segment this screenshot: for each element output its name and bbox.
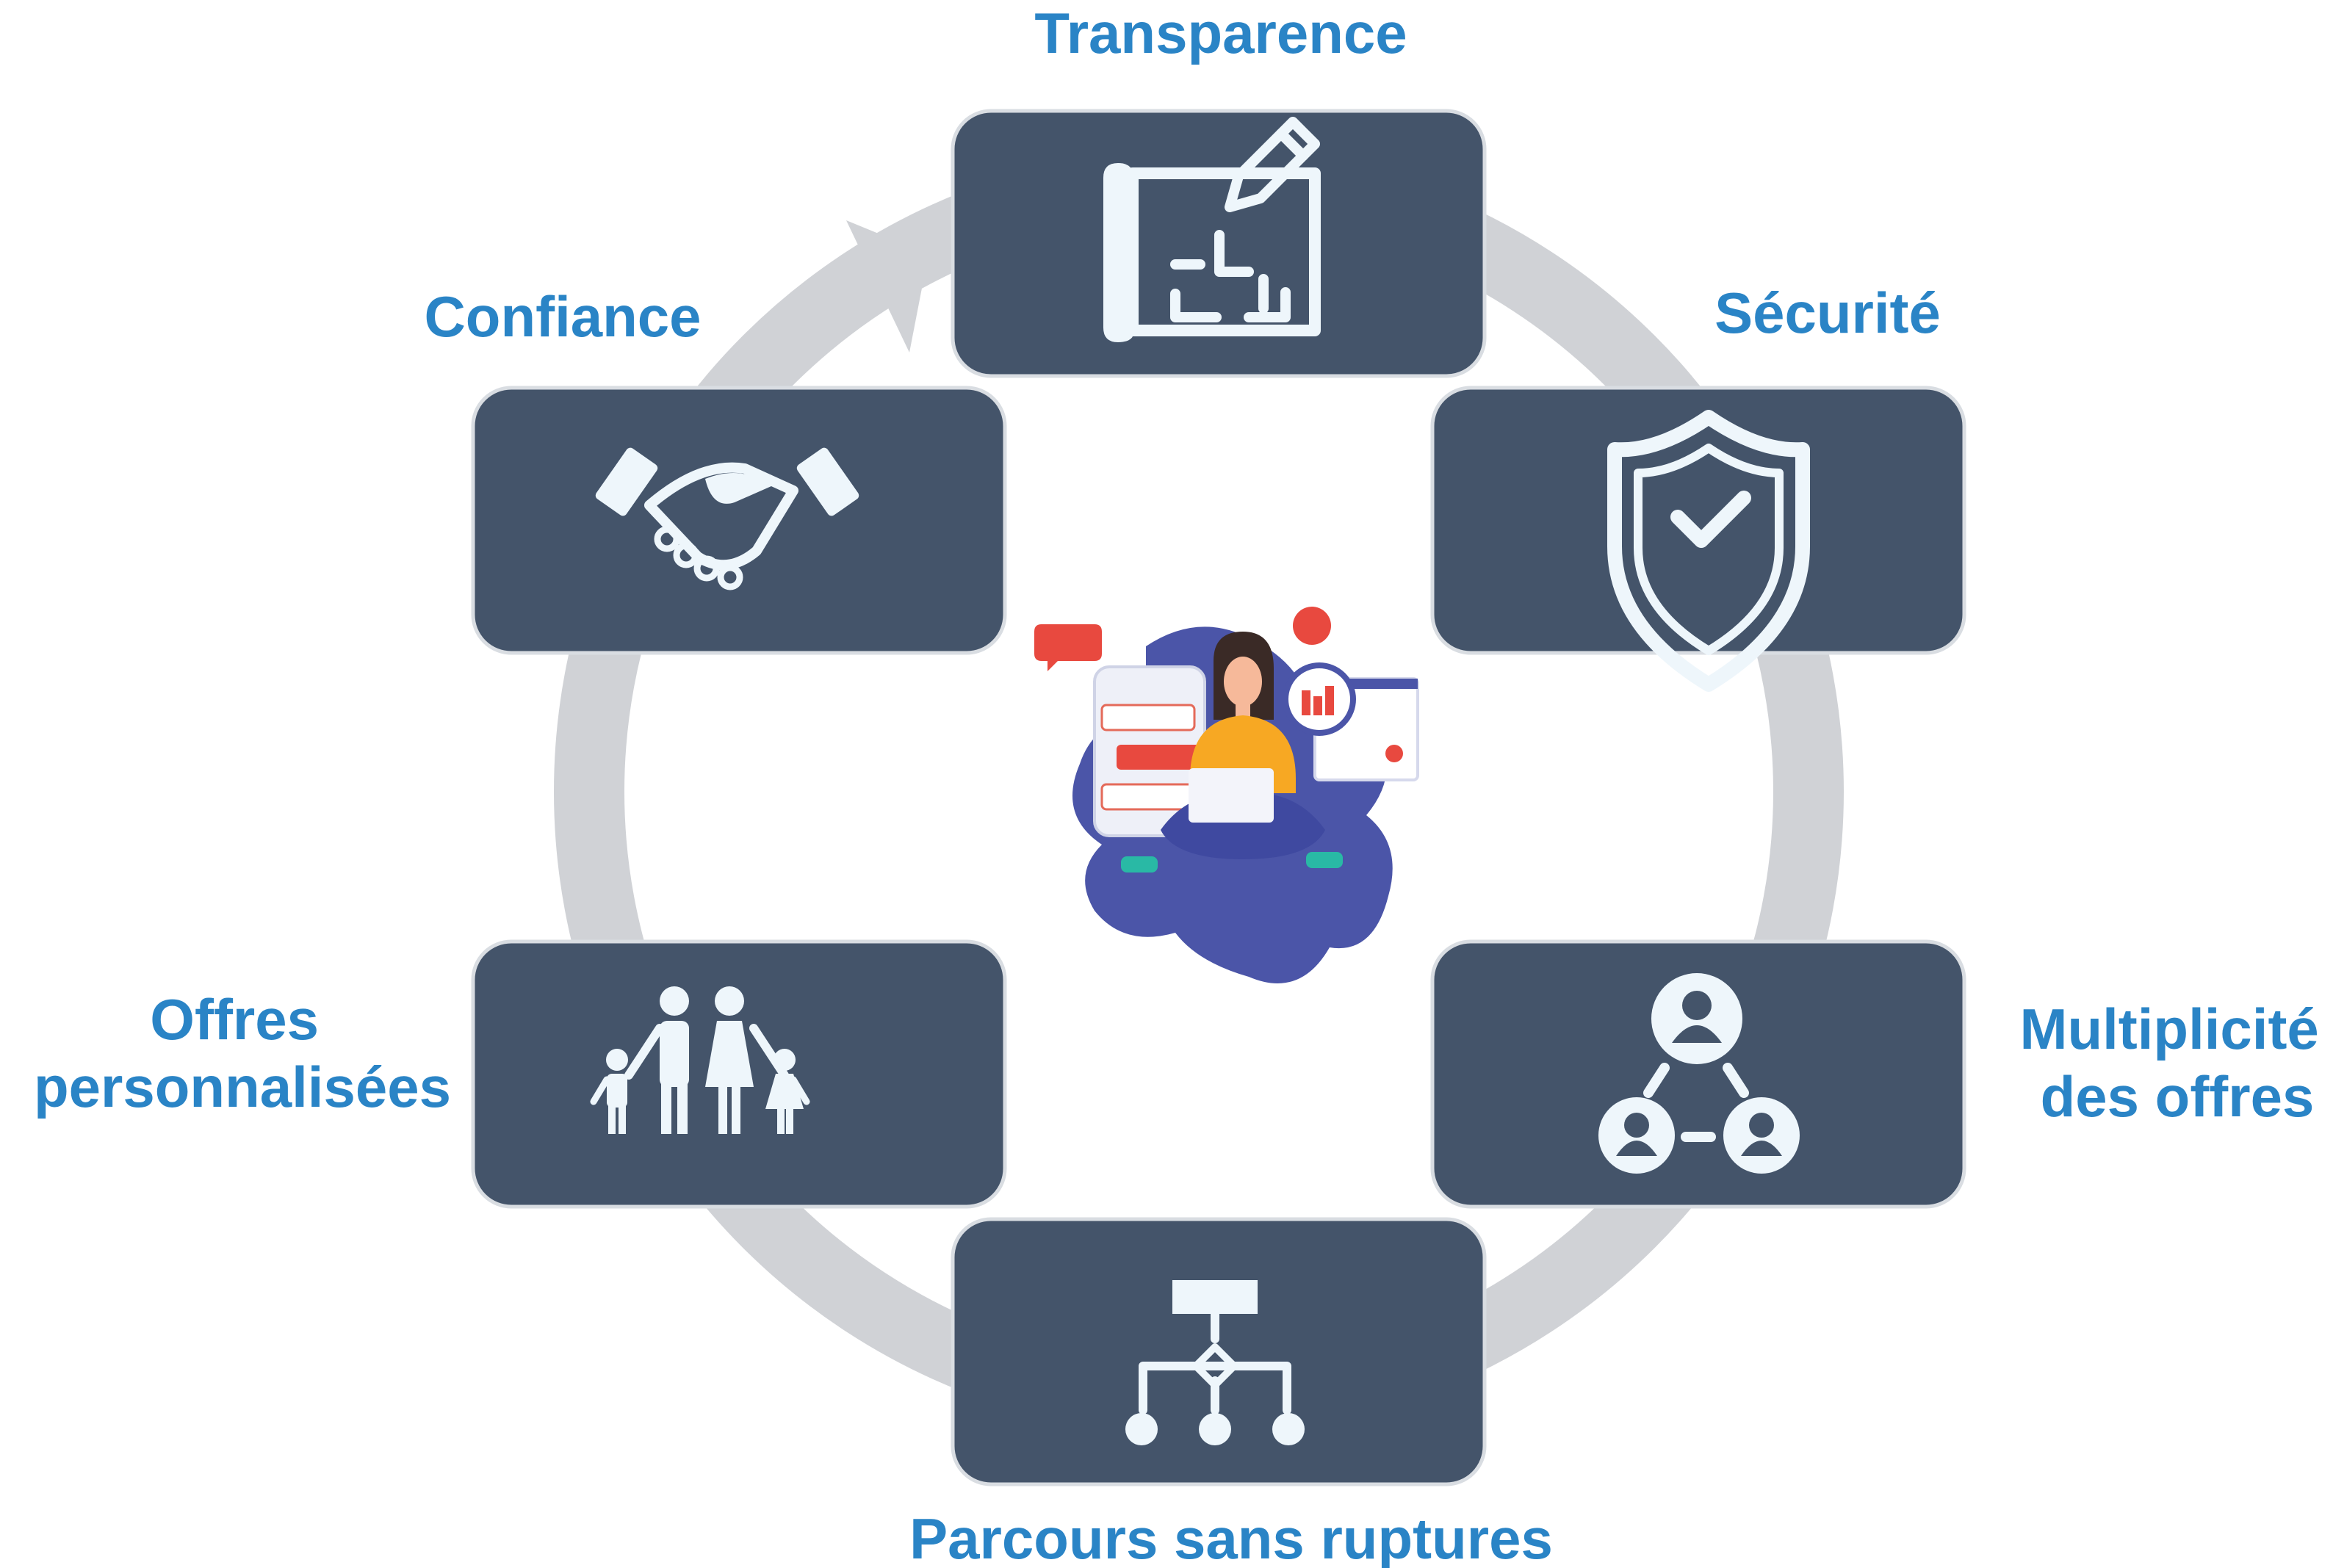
node-multiplicite: Multiplicité des offres (1430, 939, 2333, 1209)
label-confiance: Confiance (424, 284, 701, 349)
node-transparence: Transparence (951, 1, 1487, 378)
flowchart-icon (1125, 1280, 1305, 1445)
label-transparence: Transparence (1034, 1, 1407, 65)
label-offres-line-2: personnalisées (34, 1055, 451, 1119)
label-multiplicite: Multiplicité des offres (2019, 997, 2333, 1129)
label-multiplicite-line-1: Multiplicité (2019, 997, 2318, 1061)
node-confiance: Confiance (424, 284, 1007, 655)
card-confiance (471, 386, 1007, 655)
card-securite (1430, 386, 1966, 655)
label-parcours: Parcours sans ruptures (909, 1506, 1553, 1568)
blueprint-pencil-icon (1103, 117, 1321, 342)
woman-figure (1121, 632, 1343, 872)
label-securite: Sécurité (1714, 281, 1941, 345)
analytics-card (1283, 662, 1419, 781)
label-parcours-line-1: Parcours sans ruptures (909, 1506, 1553, 1568)
user-network-icon (1598, 973, 1800, 1174)
rating-bubble (1034, 624, 1102, 671)
family-icon (590, 986, 810, 1134)
label-confiance-line-1: Confiance (424, 284, 701, 349)
node-offres: Offres personnalisées (34, 939, 1007, 1209)
node-parcours: Parcours sans ruptures (909, 1217, 1553, 1568)
label-offres-line-1: Offres (150, 987, 319, 1052)
cycle-arrowhead (846, 220, 928, 353)
label-securite-line-1: Sécurité (1714, 281, 1941, 345)
label-offres: Offres personnalisées (34, 987, 451, 1119)
shield-check-icon (1607, 410, 1810, 692)
label-transparence-line-1: Transparence (1034, 1, 1407, 65)
label-multiplicite-line-2: des offres (2041, 1064, 2315, 1129)
woman-reviews-laptop-illustration (1034, 607, 1419, 983)
node-securite: Sécurité (1430, 281, 1966, 692)
like-bubble (1293, 607, 1331, 645)
card-multiplicite (1430, 939, 1966, 1209)
handshake-icon (595, 447, 859, 590)
